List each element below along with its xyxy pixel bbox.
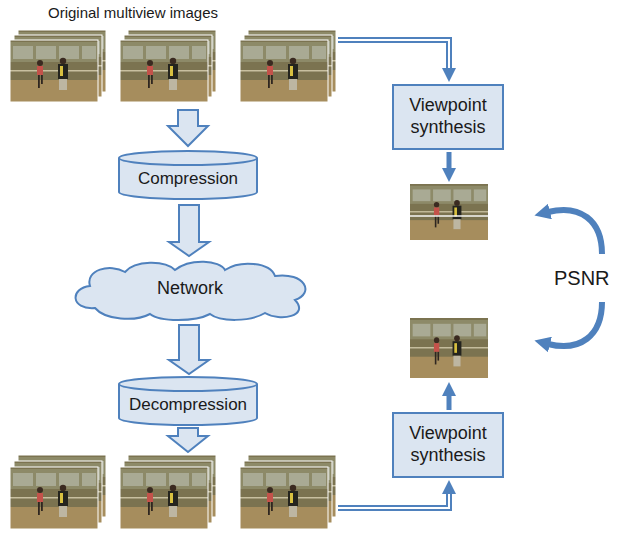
storage-cylinder: Compression: [118, 150, 258, 200]
storage-cylinder: Decompression: [118, 376, 258, 426]
image-stack: [240, 455, 336, 529]
double-line-arrow: [338, 40, 449, 68]
synthesized-image: [410, 184, 488, 240]
double-line-arrow: [338, 494, 449, 508]
synthesized-image: [410, 318, 488, 378]
image-artifact: [410, 215, 488, 217]
image-stack: [10, 30, 106, 102]
node-text: Viewpoint synthesis: [392, 95, 504, 138]
block-arrow: [168, 110, 208, 146]
block-arrow: [169, 205, 209, 256]
metric-label: PSNR: [554, 267, 610, 290]
network-cloud: Network: [65, 258, 315, 320]
node-text: Network: [157, 278, 223, 300]
node-text: Decompression: [129, 395, 247, 415]
image-stack: [240, 30, 336, 102]
arrow: [447, 396, 452, 410]
compare-arc: [548, 302, 602, 346]
image-stack: [120, 30, 216, 102]
node-text: Compression: [138, 169, 238, 189]
image-stack: [10, 455, 106, 529]
heading-label: Original multiview images: [48, 4, 218, 21]
process-box: Viewpoint synthesis: [392, 84, 504, 150]
block-arrow: [168, 428, 208, 452]
process-box: Viewpoint synthesis: [392, 412, 504, 478]
image-stack: [120, 455, 216, 529]
block-arrow: [169, 325, 209, 374]
node-text: Viewpoint synthesis: [392, 423, 504, 466]
compare-arc: [548, 210, 602, 254]
arrow: [447, 152, 452, 168]
